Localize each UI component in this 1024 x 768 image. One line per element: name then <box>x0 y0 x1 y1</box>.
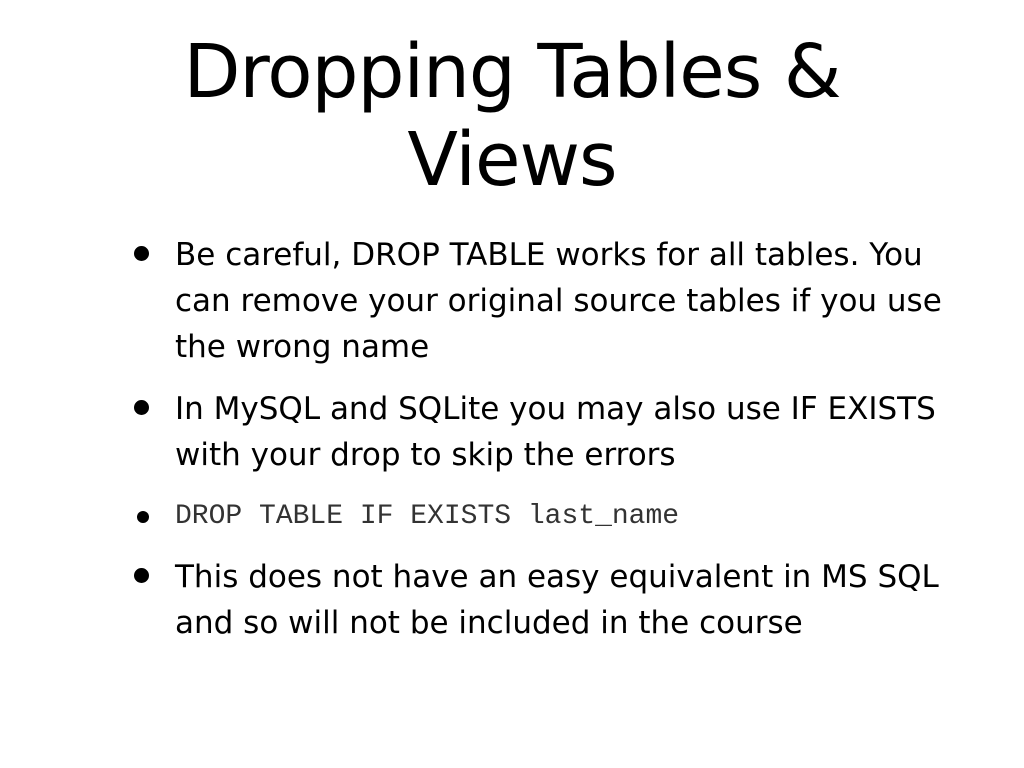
bullet-text: This does not have an easy equivalent in… <box>175 559 939 641</box>
bullet-list: Be careful, DROP TABLE works for all tab… <box>130 232 950 662</box>
bullet-item-code: DROP TABLE IF EXISTS last_name <box>130 494 950 540</box>
code-text: DROP TABLE IF EXISTS last_name <box>175 501 680 532</box>
slide-title: Dropping Tables & Views <box>0 28 1024 204</box>
bullet-dot-icon <box>134 246 149 261</box>
bullet-item: In MySQL and SQLite you may also use IF … <box>130 386 950 478</box>
bullet-item: Be careful, DROP TABLE works for all tab… <box>130 232 950 370</box>
bullet-dot-icon <box>137 511 149 523</box>
bullet-text: Be careful, DROP TABLE works for all tab… <box>175 237 942 365</box>
bullet-dot-icon <box>134 400 149 415</box>
slide-title-line-2: Views <box>407 117 617 203</box>
bullet-dot-icon <box>134 568 149 583</box>
bullet-item: This does not have an easy equivalent in… <box>130 554 950 646</box>
bullet-text: In MySQL and SQLite you may also use IF … <box>175 391 936 473</box>
slide-title-line-1: Dropping Tables & <box>183 29 841 115</box>
